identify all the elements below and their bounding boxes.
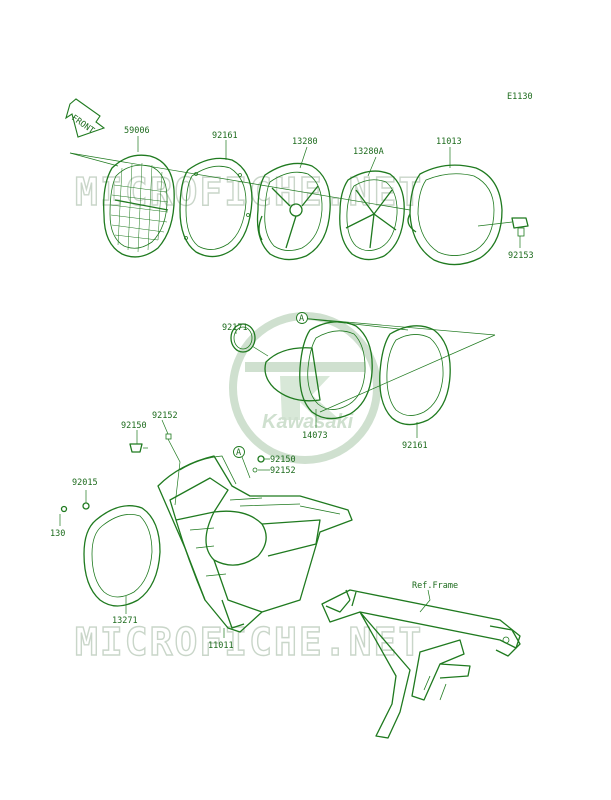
part-130-bolt — [59, 505, 68, 526]
part-92015-nut — [82, 502, 90, 510]
part-11011-airbox — [157, 455, 353, 633]
part-92171-clamp — [230, 323, 269, 357]
callout-11011: 11011 — [208, 641, 234, 651]
callout-11013: 11013 — [436, 137, 462, 147]
callout-13271: 13271 — [112, 616, 138, 626]
part-59006-filter — [103, 154, 175, 258]
svg-text:A: A — [236, 448, 241, 458]
callout-92152-top: 92152 — [152, 411, 178, 421]
part-92161-gasket-top — [179, 157, 253, 258]
part-ref-frame — [321, 589, 521, 739]
part-13280-plate — [256, 162, 331, 261]
callout-92150-left: 92150 — [121, 421, 147, 431]
callout-92015: 92015 — [72, 478, 98, 488]
front-arrow-icon: FRONT — [65, 98, 106, 138]
part-92152-washer-top — [165, 433, 181, 506]
part-92150-bolt-right — [257, 455, 265, 463]
part-11013-cover — [407, 164, 503, 266]
callout-14073: 14073 — [302, 431, 328, 441]
svg-text:A: A — [299, 314, 304, 324]
callout-92161-top: 92161 — [212, 131, 238, 141]
part-13280a-frame — [339, 170, 405, 261]
part-92150-bolt-left — [129, 443, 148, 453]
callout-92152-right: 92152 — [270, 466, 296, 476]
callout-92171: 92171 — [222, 323, 248, 333]
part-14073-duct — [264, 321, 373, 420]
callout-59006: 59006 — [124, 126, 150, 136]
callout-92153: 92153 — [508, 251, 534, 261]
watermark-top: MICROFICHE.NET — [75, 170, 423, 214]
ref-a-marker-1: A — [296, 312, 308, 324]
callout-ref-frame: Ref.Frame — [412, 581, 458, 591]
part-92152-washer-right — [252, 467, 258, 473]
callout-13280: 13280 — [292, 137, 318, 147]
logo-text: Kawasaki — [262, 411, 354, 433]
ref-a-marker-2: A — [233, 446, 251, 479]
part-92161-gasket-mid — [379, 325, 451, 426]
callout-92161-mid: 92161 — [402, 441, 428, 451]
callout-13280a: 13280A — [353, 147, 384, 157]
callout-130: 130 — [50, 529, 65, 539]
watermark-bottom: MICROFICHE.NET — [75, 620, 423, 664]
part-92153-bolt — [477, 217, 529, 237]
diagram-code: E1130 — [507, 92, 533, 102]
part-13271-gasket — [83, 505, 161, 607]
callout-92150-right: 92150 — [270, 455, 296, 465]
